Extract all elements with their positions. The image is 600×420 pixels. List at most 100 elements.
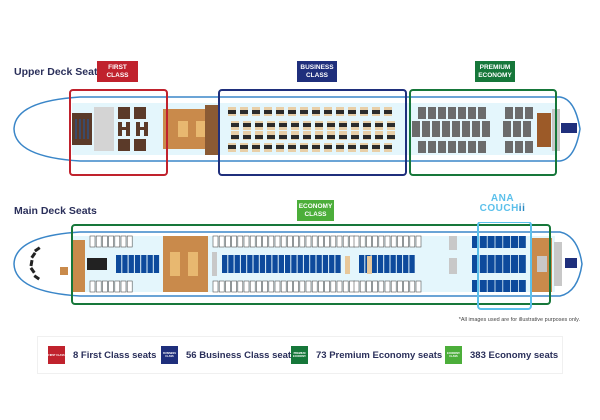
business-seat-back	[264, 145, 272, 149]
economy-seat	[372, 280, 378, 293]
business-seat-back	[360, 145, 368, 149]
economy-seat-blue	[371, 255, 377, 273]
economy-seats-outline	[89, 235, 422, 293]
couchii-seat	[479, 236, 487, 248]
economy-seat	[120, 235, 127, 248]
business-seat-back	[348, 145, 356, 149]
economy-seat	[225, 235, 231, 248]
couchii-seat	[495, 236, 503, 248]
economy-seat	[212, 280, 219, 293]
economy-seat-blue	[390, 255, 396, 273]
economy-seat	[249, 280, 256, 293]
legend-label-business: 56 Business Class seats	[186, 349, 297, 361]
economy-seat	[403, 280, 409, 293]
disclaimer-note: *All images used are for illustrative pu…	[458, 317, 580, 323]
economy-seat	[249, 235, 256, 248]
premium-seat	[422, 121, 430, 137]
couchii-seat	[495, 280, 503, 292]
business-class-tag: BUSINESS CLASS	[297, 61, 337, 82]
premium-seat	[505, 141, 513, 153]
premium-seat	[513, 121, 521, 137]
business-seat-back	[375, 135, 383, 139]
economy-seat	[305, 280, 312, 293]
economy-seat	[311, 235, 318, 248]
business-seat-back	[384, 145, 392, 149]
economy-seat	[237, 280, 244, 293]
economy-seat	[349, 280, 355, 293]
premium-seat	[448, 107, 456, 119]
business-seat-back	[315, 123, 323, 127]
business-seat-back	[384, 110, 392, 114]
couchii-seat	[495, 255, 503, 273]
economy-seat	[403, 235, 409, 248]
main-front-galley	[71, 240, 85, 292]
economy-seat	[415, 235, 422, 248]
business-seat-back	[336, 145, 344, 149]
economy-seat	[231, 235, 237, 248]
premium-seat	[525, 107, 533, 119]
cockpit-seats	[29, 246, 41, 281]
economy-seat-blue	[291, 255, 297, 273]
business-seat-back	[288, 145, 296, 149]
legend-swatch-premium: PREMIUM ECONOMY	[291, 346, 308, 364]
economy-seat-blue	[322, 255, 329, 273]
economy-seat	[268, 235, 275, 248]
economy-seat-blue	[377, 255, 384, 273]
economy-seat	[262, 280, 268, 293]
business-seat-back	[327, 123, 335, 127]
economy-seat	[293, 280, 299, 293]
couchii-seat	[503, 280, 511, 292]
economy-seat-blue	[329, 255, 335, 273]
couchii-seat	[472, 236, 479, 248]
couchii-seat	[511, 255, 518, 273]
business-seat-back	[279, 135, 287, 139]
economy-seat	[336, 280, 343, 293]
first-class-tag-line2: CLASS	[106, 71, 129, 79]
economy-seat-blue	[310, 255, 316, 273]
business-seat-back	[291, 135, 299, 139]
economy-seat	[262, 235, 268, 248]
premium-seat	[428, 141, 436, 153]
main-aft-stairs	[565, 258, 577, 268]
economy-seat-blue	[259, 255, 266, 273]
economy-seat	[225, 280, 231, 293]
business-class-zone	[218, 89, 407, 176]
premium-seat	[525, 141, 533, 153]
economy-seat	[299, 280, 306, 293]
legend-item-business: BUSINESS CLASS 56 Business Class seats	[161, 346, 296, 364]
economy-seat	[102, 280, 108, 293]
upper-stairs-steps	[75, 119, 89, 139]
premium-seat	[468, 141, 476, 153]
business-seat-back	[360, 110, 368, 114]
economy-seat	[218, 280, 225, 293]
premium-seat	[458, 141, 466, 153]
economy-seat	[372, 235, 378, 248]
business-seat-back	[387, 123, 395, 127]
economy-class-tag-line2: CLASS	[304, 210, 327, 218]
upper-deck-title: Upper Deck Seats	[14, 66, 104, 78]
business-seat-back	[276, 145, 284, 149]
business-seat-back	[303, 135, 311, 139]
business-seat-back	[324, 145, 332, 149]
couchii-seat	[487, 236, 495, 248]
couchii-seat	[518, 280, 526, 292]
economy-seat	[89, 280, 96, 293]
economy-seat-blue	[240, 255, 247, 273]
economy-seat	[299, 235, 306, 248]
premium-economy-seats	[412, 107, 533, 153]
economy-seat	[353, 280, 360, 293]
premium-seat	[462, 121, 470, 137]
premium-seat	[515, 141, 523, 153]
economy-seat	[287, 280, 293, 293]
upper-aft-galley	[537, 113, 551, 147]
business-seat-back	[372, 110, 380, 114]
legend-swatch-first: FIRST CLASS	[48, 346, 65, 364]
economy-seat	[397, 280, 403, 293]
premium-seat	[442, 121, 450, 137]
main-mid-galley	[163, 236, 208, 292]
ana-couchii-suffix: ii	[518, 203, 526, 214]
legend-label-economy: 383 Economy seats	[470, 349, 559, 361]
economy-seat	[324, 280, 330, 293]
economy-seat	[256, 235, 262, 248]
business-seat-back	[267, 135, 275, 139]
